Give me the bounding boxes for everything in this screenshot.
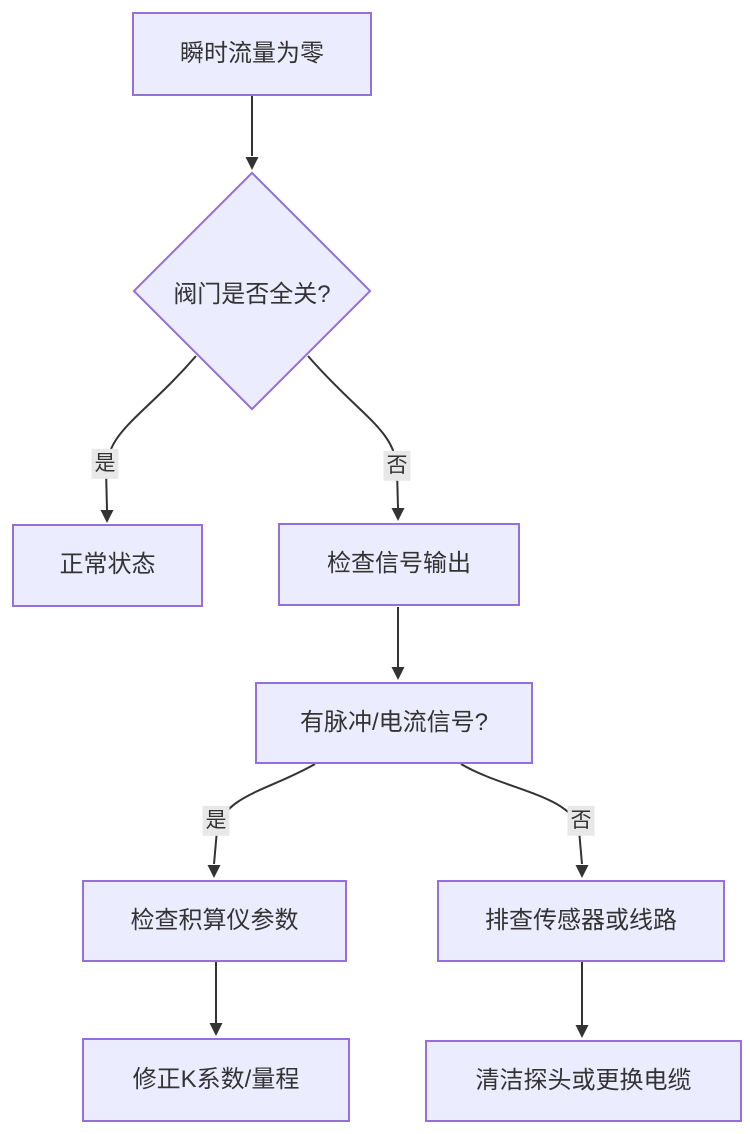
- arrowhead-sensor: [575, 865, 589, 878]
- edge-label-pulse-yes: 是: [202, 805, 230, 837]
- arrowhead-clean: [575, 1025, 589, 1038]
- node-clean-probe-replace-cable: 清洁探头或更换电缆: [425, 1040, 742, 1122]
- node-label: 修正K系数/量程: [132, 1065, 300, 1093]
- node-fix-k-factor-range: 修正K系数/量程: [82, 1038, 350, 1122]
- edge-label-valve-no: 否: [383, 450, 411, 482]
- node-label: 瞬时流量为零: [180, 39, 324, 67]
- node-label: 正常状态: [59, 551, 156, 579]
- node-check-totalizer-params: 检查积算仪参数: [82, 880, 347, 962]
- node-label: 有脉冲/电流信号?: [299, 708, 488, 736]
- arrowhead-signal: [391, 508, 405, 521]
- node-label: 排查传感器或线路: [485, 906, 677, 934]
- edge-label-pulse-no: 否: [567, 805, 595, 837]
- arrowhead-pulse: [391, 667, 405, 680]
- node-check-signal-output: 检查信号输出: [278, 523, 520, 606]
- arrowhead-totalizer: [207, 865, 221, 878]
- node-label: 检查积算仪参数: [130, 906, 299, 934]
- arrowhead-valve: [245, 157, 259, 170]
- arrowhead-fixk: [209, 1023, 223, 1036]
- node-valve-decision: 阀门是否全关?: [132, 171, 372, 411]
- node-label: 清洁探头或更换电缆: [475, 1066, 692, 1094]
- edge-label-valve-yes: 是: [91, 448, 119, 480]
- edge-pulse-to-sensor: [460, 763, 583, 865]
- arrowhead-normal: [100, 510, 114, 523]
- node-normal-state: 正常状态: [12, 524, 203, 607]
- node-label: 阀门是否全关?: [173, 280, 331, 308]
- node-instant-flow-zero: 瞬时流量为零: [132, 12, 372, 96]
- node-check-sensor-wiring: 排查传感器或线路: [437, 880, 725, 962]
- node-label: 检查信号输出: [327, 550, 471, 578]
- node-pulse-signal-decision: 有脉冲/电流信号?: [255, 682, 533, 764]
